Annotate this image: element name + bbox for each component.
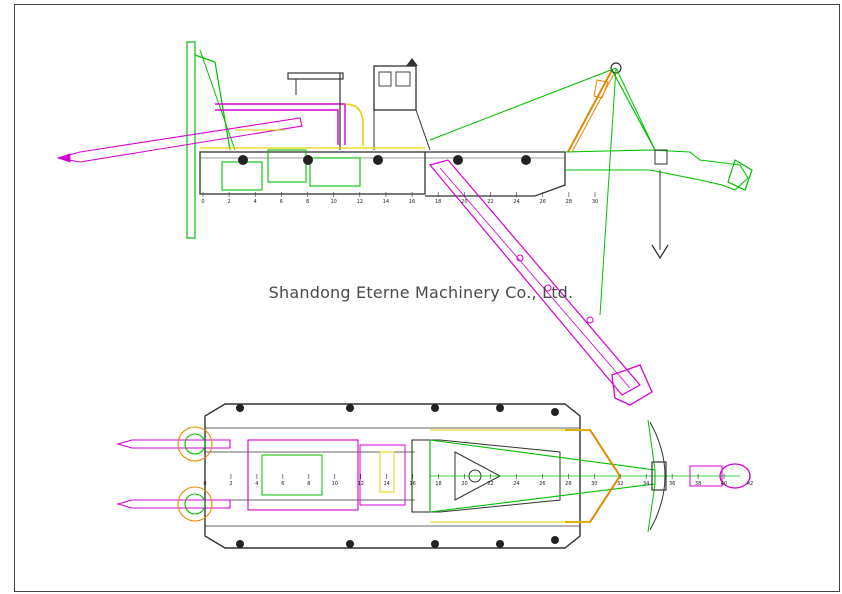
station-mark-label: 18 xyxy=(435,481,441,487)
station-mark-label: 12 xyxy=(357,199,363,205)
station-mark-label: 26 xyxy=(540,199,546,205)
anchor-icon xyxy=(651,244,669,260)
station-mark-label: 34 xyxy=(643,481,649,487)
ladder-horizontal xyxy=(564,149,749,191)
station-mark-label: 12 xyxy=(358,481,364,487)
engine-room xyxy=(247,439,359,511)
cutter-head-side xyxy=(727,159,753,191)
station-mark-label: 32 xyxy=(617,481,623,487)
crane-jib xyxy=(287,72,344,80)
bow-hull-side xyxy=(425,151,566,197)
station-mark-label: 6 xyxy=(281,481,284,487)
control-cabin xyxy=(373,65,417,111)
spud-pole-upper xyxy=(115,439,231,449)
station-mark-label: 14 xyxy=(383,199,389,205)
station-mark-label: 4 xyxy=(254,199,257,205)
station-mark-label: 38 xyxy=(695,481,701,487)
station-mark-label: 14 xyxy=(383,481,389,487)
ladder-lowered xyxy=(428,159,641,396)
station-mark-label: 24 xyxy=(513,199,519,205)
station-mark-label: 28 xyxy=(565,481,571,487)
station-mark-label: 10 xyxy=(332,481,338,487)
station-mark-label: 42 xyxy=(747,481,753,487)
tyre-fender xyxy=(238,155,248,165)
station-mark-label: 10 xyxy=(330,199,336,205)
station-mark-label: 8 xyxy=(307,481,310,487)
rear-spud-pole xyxy=(57,117,303,163)
station-mark-label: 30 xyxy=(591,481,597,487)
station-mark-label: 2 xyxy=(229,481,232,487)
station-mark-label: 16 xyxy=(409,199,415,205)
drawing-frame xyxy=(14,4,840,592)
watermark: Shandong Eterne Machinery Co., Ltd. xyxy=(268,283,574,302)
station-mark-label: 8 xyxy=(306,199,309,205)
station-mark-label: 6 xyxy=(280,199,283,205)
station-mark-label: 26 xyxy=(539,481,545,487)
main-engine xyxy=(221,161,263,191)
station-mark-label: 16 xyxy=(409,481,415,487)
spud-pole-side xyxy=(186,41,196,239)
station-mark-label: 22 xyxy=(487,481,493,487)
station-mark-label: 18 xyxy=(435,199,441,205)
station-mark-label: 24 xyxy=(513,481,519,487)
spud-pole-lower xyxy=(115,499,231,509)
hull-side xyxy=(199,151,426,195)
spud-gantry xyxy=(194,54,231,151)
station-mark-label: 30 xyxy=(592,199,598,205)
station-mark-label: 20 xyxy=(461,481,467,487)
pump xyxy=(267,149,307,183)
station-mark-label: 20 xyxy=(461,199,467,205)
station-mark-label: 36 xyxy=(669,481,675,487)
cutter-head-lowered xyxy=(611,364,653,406)
station-mark-label: 22 xyxy=(487,199,493,205)
hull-plan xyxy=(204,403,581,549)
station-mark-label: 28 xyxy=(566,199,572,205)
station-mark-label: 40 xyxy=(721,481,727,487)
station-mark-label: 4 xyxy=(255,481,258,487)
station-mark-label: 0 xyxy=(203,481,206,487)
station-mark-label: 0 xyxy=(201,199,204,205)
station-mark-label: 2 xyxy=(228,199,231,205)
